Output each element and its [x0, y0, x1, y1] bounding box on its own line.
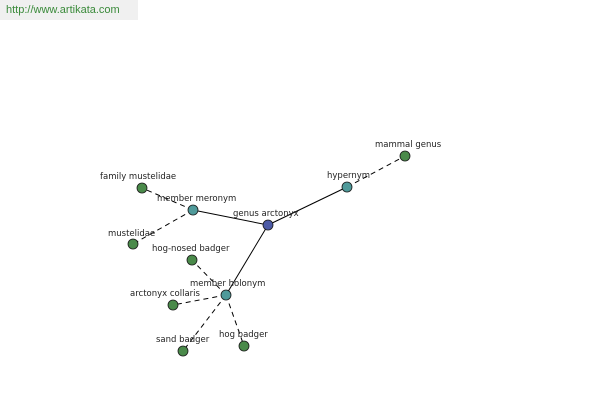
node-hog-badger[interactable] [238, 340, 250, 352]
node-label-family-mustelidae[interactable]: family mustelidae [100, 172, 176, 182]
node-label-hog-badger[interactable]: hog badger [219, 330, 268, 340]
node-member-holonym[interactable] [220, 289, 232, 301]
node-label-hog-nosed-badger[interactable]: hog-nosed badger [152, 244, 230, 254]
node-mammal-genus[interactable] [399, 150, 411, 162]
node-label-member-holonym[interactable]: member holonym [190, 279, 265, 289]
graph-labels: genus arctonyx hypernym member meronym memb… [100, 140, 442, 345]
node-label-hypernym[interactable]: hypernym [327, 171, 370, 181]
node-family-mustelidae[interactable] [136, 182, 148, 194]
node-label-arctonyx-collaris[interactable]: arctonyx collaris [130, 289, 201, 299]
graph-nodes [127, 150, 411, 357]
edge-genus-arctonyx-to-member-holonym [225, 224, 269, 296]
edge-genus-arctonyx-to-member-meronym [192, 209, 269, 226]
node-mustelidae[interactable] [127, 238, 139, 250]
node-hypernym[interactable] [341, 181, 353, 193]
node-label-sand-badger[interactable]: sand badger [156, 335, 210, 345]
node-label-mustelidae[interactable]: mustelidae [108, 229, 155, 239]
site-url[interactable]: http://www.artikata.com [0, 0, 138, 20]
edge-member-holonym-to-hog-badger [225, 294, 245, 347]
node-hog-nosed-badger[interactable] [186, 254, 198, 266]
graph-edges [132, 155, 406, 352]
edge-member-holonym-to-sand-badger [182, 294, 227, 352]
node-sand-badger[interactable] [177, 345, 189, 357]
node-label-genus-arctonyx[interactable]: genus arctonyx [233, 209, 299, 219]
edge-member-holonym-to-hog-nosed-badger [191, 259, 227, 296]
edge-member-meronym-to-mustelidae [132, 209, 194, 245]
edge-hypernym-to-mammal-genus [346, 155, 406, 188]
edge-member-meronym-to-family-mustelidae [141, 187, 194, 211]
node-label-member-meronym[interactable]: member meronym [157, 194, 236, 204]
edge-genus-arctonyx-to-hypernym [267, 186, 348, 226]
node-label-mammal-genus[interactable]: mammal genus [375, 140, 442, 150]
node-member-meronym[interactable] [187, 204, 199, 216]
node-genus-arctonyx[interactable] [262, 219, 274, 231]
node-arctonyx-collaris[interactable] [167, 299, 179, 311]
